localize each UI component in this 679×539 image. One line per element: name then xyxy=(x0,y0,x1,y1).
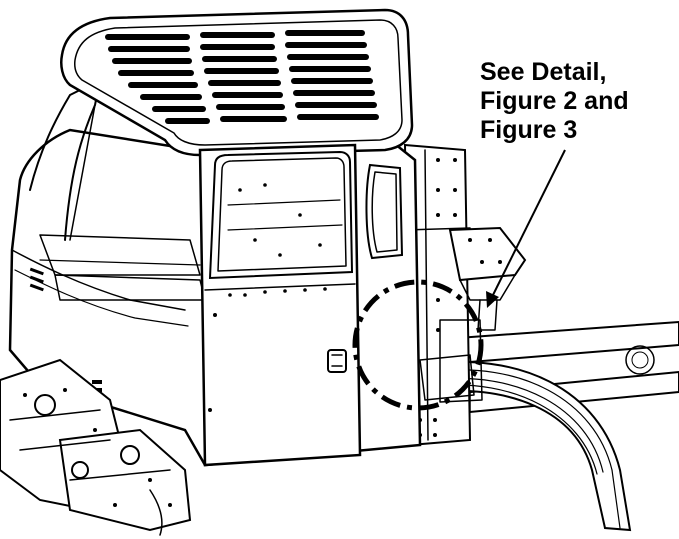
roof-vent-slots xyxy=(105,30,379,124)
detail-highlight-circle xyxy=(352,279,484,411)
detail-callout-text: See Detail, Figure 2 and Figure 3 xyxy=(480,58,675,145)
leader-arrow xyxy=(486,149,566,308)
callout-line-1: See Detail, xyxy=(480,58,607,86)
roof xyxy=(60,8,414,157)
callout-line-2: Figure 2 and xyxy=(480,87,629,115)
callout-line-3: Figure 3 xyxy=(480,116,578,144)
front-suspension xyxy=(0,358,192,536)
cab-door xyxy=(198,143,362,467)
